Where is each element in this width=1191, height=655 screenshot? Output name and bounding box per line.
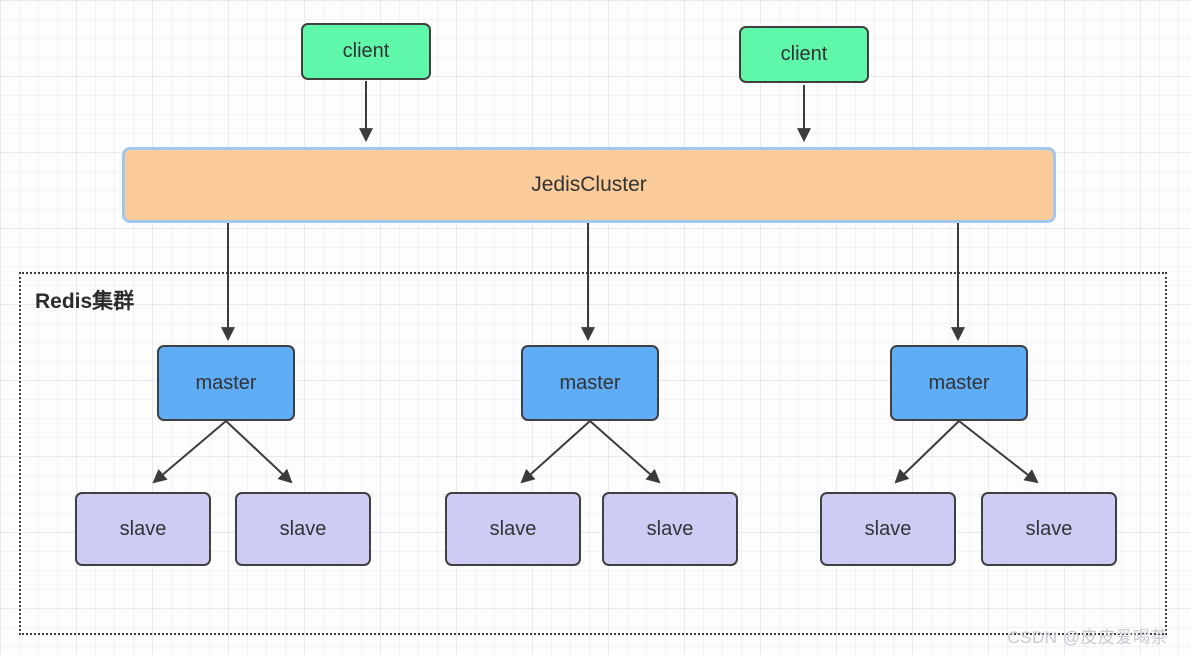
redis-cluster-group-label: Redis集群 [35, 290, 135, 313]
slave-node-2: slave [235, 492, 371, 566]
slave-node-1-label: slave [119, 517, 167, 540]
slave-node-4-label: slave [646, 517, 694, 540]
master-node-2: master [521, 345, 659, 421]
client-node-1-label: client [342, 40, 390, 62]
jediscluster-label: JedisCluster [531, 173, 647, 196]
slave-node-5-label: slave [864, 517, 912, 540]
client-node-2: client [739, 26, 869, 83]
master-node-3: master [890, 345, 1028, 421]
master-node-3-label: master [928, 371, 990, 394]
redis-cluster-group: Redis集群 [19, 272, 1167, 635]
jediscluster-bar: JedisCluster [122, 147, 1056, 223]
master-node-1-label: master [195, 371, 257, 394]
master-node-1: master [157, 345, 295, 421]
csdn-watermark: CSDN @皮皮爱喝茶 [1007, 628, 1168, 647]
client-node-1: client [301, 23, 431, 80]
slave-node-3-label: slave [489, 517, 537, 540]
client-node-2-label: client [780, 43, 828, 65]
slave-node-3: slave [445, 492, 581, 566]
slave-node-6-label: slave [1025, 517, 1073, 540]
slave-node-6: slave [981, 492, 1117, 566]
slave-node-1: slave [75, 492, 211, 566]
master-node-2-label: master [559, 371, 621, 394]
slave-node-5: slave [820, 492, 956, 566]
slave-node-4: slave [602, 492, 738, 566]
slave-node-2-label: slave [279, 517, 327, 540]
